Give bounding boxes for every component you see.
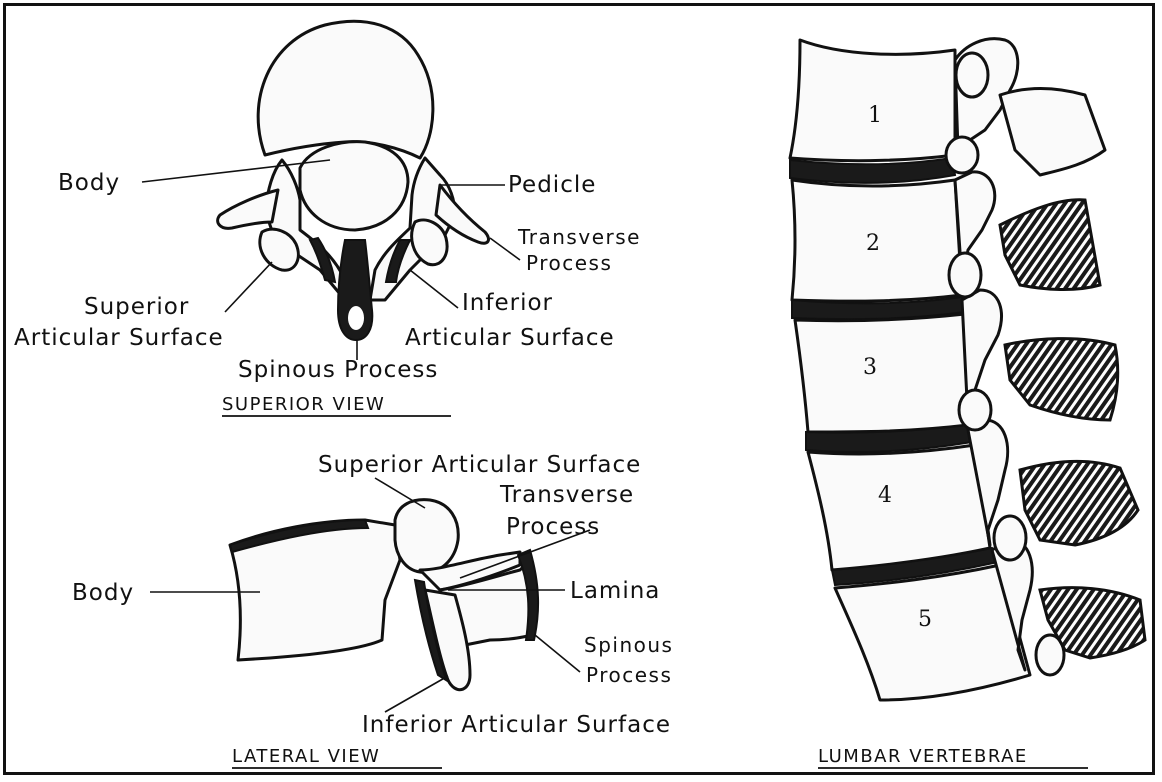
lumbar-column-drawing: [790, 39, 1145, 700]
label-superior-articular-lateral: Superior Articular Surface: [318, 452, 641, 478]
label-inferior-articular-superior-line2: Articular Surface: [405, 325, 615, 351]
leader-superior-articular-superior: [225, 262, 272, 312]
lumbar-spinous-1: [1000, 89, 1105, 175]
spinous-process-tip: [348, 306, 364, 330]
superior-vertebral-body: [258, 21, 433, 158]
label-transverse-process-superior-line1: Transverse: [517, 225, 641, 249]
label-inferior-articular-lateral: Inferior Articular Surface: [362, 712, 671, 738]
lumbar-knob-2: [946, 137, 978, 173]
lumbar-spinous-2: [1000, 200, 1100, 290]
leader-inferior-articular-superior: [410, 270, 458, 308]
lumbar-number-3: 3: [863, 355, 877, 380]
lumbar-body-3: [795, 314, 968, 432]
leader-superior-articular-lateral: [375, 478, 425, 508]
leader-inferior-articular-lateral: [385, 676, 448, 712]
label-lamina: Lamina: [570, 578, 660, 604]
leader-spinous-process-lateral: [535, 635, 580, 672]
label-inferior-articular-superior-line1: Inferior: [462, 290, 553, 316]
label-body-superior: Body: [58, 170, 120, 196]
lumbar-knob-3: [949, 253, 981, 297]
label-transverse-process-lateral-line1: Transverse: [499, 482, 634, 508]
label-spinous-process-superior: Spinous Process: [238, 357, 438, 383]
lumbar-number-2: 2: [866, 231, 880, 256]
label-spinous-process-lateral-line1: Spinous: [584, 633, 673, 657]
caption-lateral-view: LATERAL VIEW: [232, 746, 380, 767]
vertebral-foramen: [300, 142, 408, 230]
lumbar-knob-4: [959, 390, 991, 430]
lumbar-knob-5: [994, 516, 1026, 560]
lumbar-number-5: 5: [918, 607, 932, 632]
lumbar-number-4: 4: [878, 483, 892, 508]
caption-lumbar-vertebrae: LUMBAR VERTEBRAE: [818, 746, 1028, 767]
lumbar-knob-1: [956, 53, 988, 97]
label-pedicle: Pedicle: [508, 172, 596, 198]
lumbar-spinous-3: [1005, 339, 1118, 420]
leader-transverse-process-superior: [490, 238, 520, 260]
label-superior-articular-superior-line2: Articular Surface: [14, 325, 224, 351]
label-transverse-process-lateral-line2: Process: [506, 514, 600, 540]
lumbar-body-4: [808, 445, 990, 570]
lumbar-number-1: 1: [868, 103, 882, 128]
lateral-superior-articular-process: [395, 500, 458, 573]
label-body-lateral: Body: [72, 580, 134, 606]
label-spinous-process-lateral-line2: Process: [586, 663, 672, 687]
lumbar-spinous-4: [1020, 461, 1138, 545]
lumbar-body-1: [790, 40, 955, 161]
left-transverse-process: [218, 190, 278, 228]
caption-superior-view: SUPERIOR VIEW: [222, 394, 385, 415]
label-transverse-process-superior-line2: Process: [526, 251, 612, 275]
label-superior-articular-superior-line1: Superior: [84, 294, 189, 320]
